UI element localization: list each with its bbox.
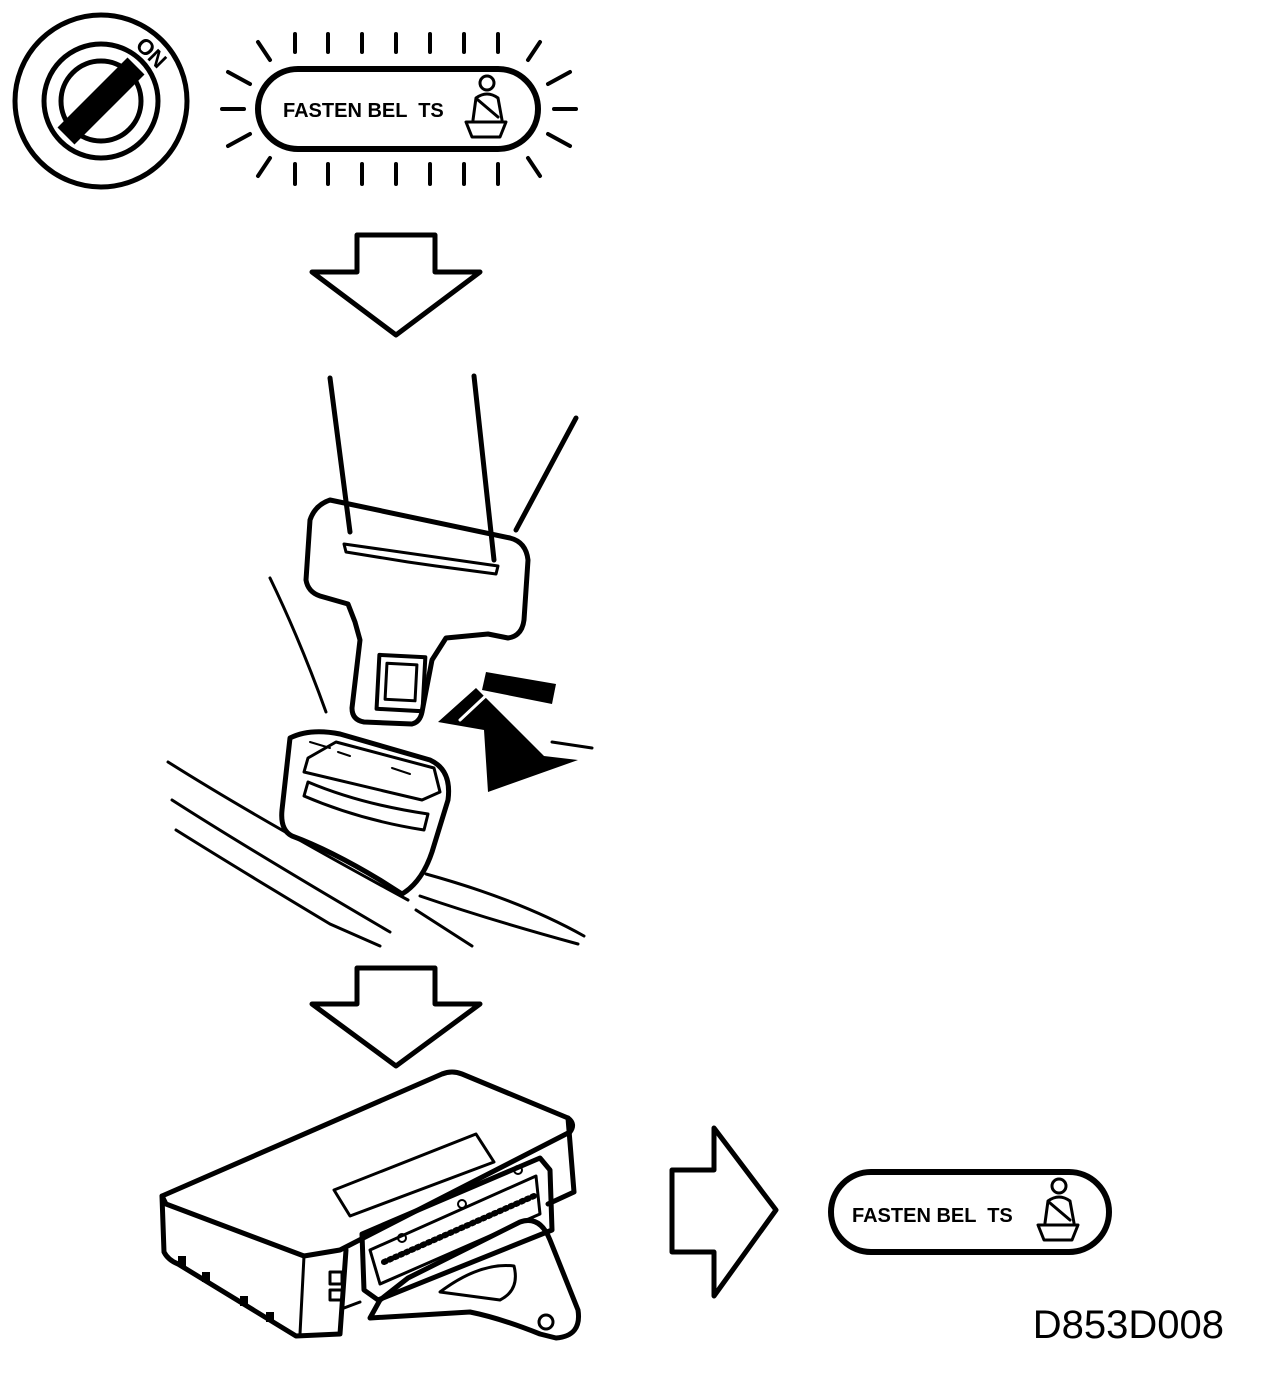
ignition-key-slot: [57, 57, 145, 145]
ignition-switch: ON: [12, 12, 190, 190]
lamp-lit-label: FASTEN BEL TS: [283, 100, 444, 122]
seatbelt-person-icon: [464, 74, 508, 139]
down-arrow-1: [309, 232, 483, 338]
lamp-off-label: FASTEN BEL TS: [852, 1205, 1013, 1227]
warning-lamp-off: FASTEN BEL TS: [828, 1169, 1112, 1255]
warning-lamp-lit: FASTEN BEL TS: [220, 32, 578, 186]
seatbelt-person-icon: [1036, 1177, 1080, 1242]
down-arrow-2: [309, 965, 483, 1069]
control-module-illustration: [159, 1069, 582, 1341]
right-arrow: [669, 1125, 779, 1299]
seatbelt-buckle-illustration: [166, 373, 586, 948]
lamp-glow-rays: [220, 32, 578, 186]
figure-code: D853D008: [1033, 1303, 1224, 1347]
insert-motion-arrow: [438, 672, 594, 792]
